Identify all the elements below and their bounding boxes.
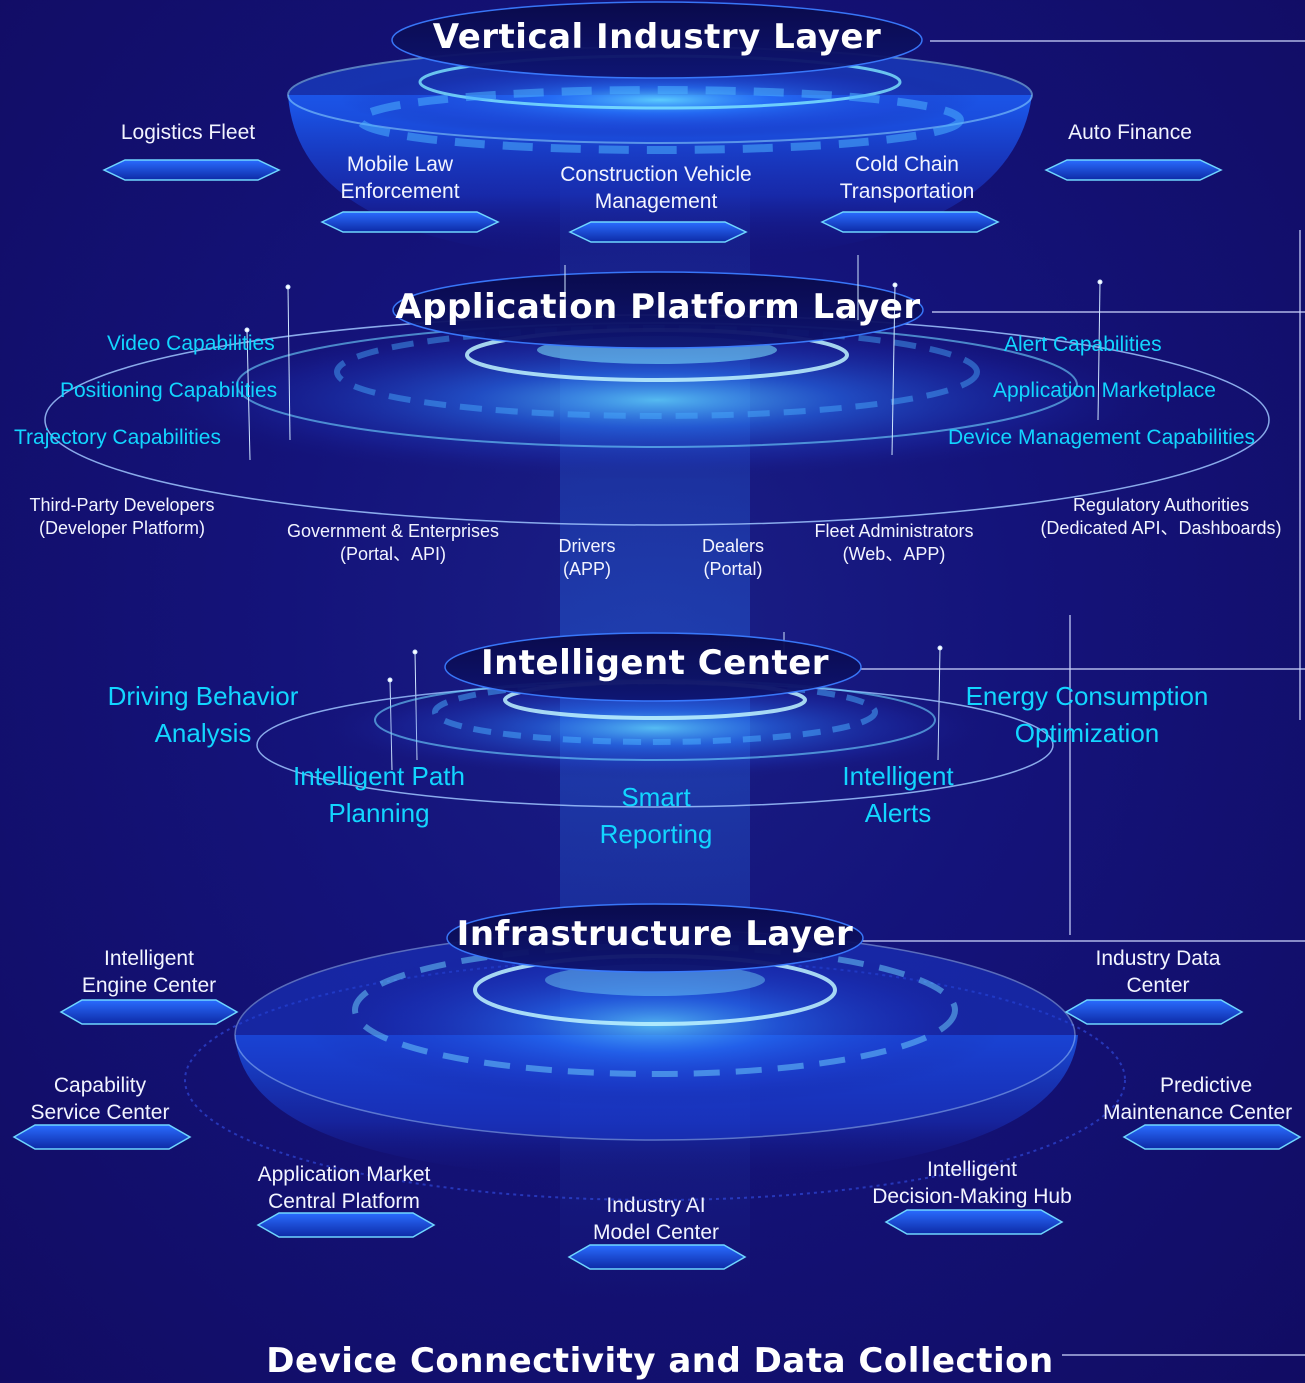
mobile-law-line1: Mobile Law bbox=[346, 153, 454, 176]
report-line2: Reporting bbox=[599, 818, 713, 849]
fleet-line1: Fleet Administrators bbox=[814, 521, 974, 541]
intelligent-alerts-label: Intelligent Alerts bbox=[818, 758, 978, 832]
hub-line2: Decision-Making Hub bbox=[872, 1185, 1072, 1209]
intelligent-engine-center-label: Intelligent Engine Center bbox=[49, 945, 249, 1000]
fleet-administrators-label: Fleet Administrators (Web、APP) bbox=[784, 520, 1004, 567]
energy-line2: Optimization bbox=[1014, 717, 1160, 748]
application-layer-disc bbox=[44, 314, 1270, 526]
cold-chain-line2: Transportation bbox=[839, 180, 975, 204]
cold-chain-label: Cold Chain Transportation bbox=[807, 151, 1007, 206]
dealers-line2: (Portal) bbox=[703, 559, 763, 580]
government-line1: Government & Enterprises bbox=[286, 521, 500, 541]
driving-line1: Driving Behavior bbox=[107, 681, 299, 711]
drivers-label: Drivers (APP) bbox=[537, 535, 637, 582]
intelligent-center-title: Intelligent Center bbox=[480, 643, 830, 683]
alerts-line1: Intelligent bbox=[842, 761, 954, 791]
regulatory-authorities-label: Regulatory Authorities (Dedicated API、Da… bbox=[1017, 494, 1305, 541]
smart-reporting-label: Smart Reporting bbox=[566, 779, 746, 853]
mobile-law-enforcement-label: Mobile Law Enforcement bbox=[300, 151, 500, 206]
device-layer-title: Device Connectivity and Data Collection bbox=[266, 1341, 1054, 1381]
vertical-layer-title: Vertical Industry Layer bbox=[432, 17, 882, 57]
government-enterprises-label: Government & Enterprises (Portal、API) bbox=[262, 520, 524, 567]
driving-line2: Analysis bbox=[154, 717, 252, 748]
pred-line1: Predictive bbox=[1160, 1074, 1253, 1097]
market-line1: Application Market bbox=[257, 1163, 431, 1186]
regulatory-line1: Regulatory Authorities bbox=[1072, 495, 1250, 515]
cold-chain-line1: Cold Chain bbox=[855, 153, 959, 176]
idc-line2: Center bbox=[1126, 974, 1190, 998]
predictive-maintenance-center-label: Predictive Maintenance Center bbox=[1103, 1072, 1305, 1127]
alerts-line2: Alerts bbox=[864, 797, 932, 828]
intelligent-title-plate bbox=[444, 632, 862, 702]
ai-line1: Industry AI bbox=[606, 1194, 706, 1217]
trajectory-capabilities-label: Trajectory Capabilities bbox=[14, 426, 221, 449]
intelligent-path-planning-label: Intelligent Path Planning bbox=[269, 758, 489, 832]
engine-line2: Engine Center bbox=[81, 974, 217, 998]
construction-vehicle-label: Construction Vehicle Management bbox=[536, 161, 776, 216]
regulatory-line2: (Dedicated API、Dashboards) bbox=[1040, 518, 1282, 539]
construction-line1: Construction Vehicle bbox=[560, 163, 752, 186]
application-title-plate bbox=[392, 271, 924, 349]
ai-line2: Model Center bbox=[592, 1221, 720, 1245]
market-line2: Central Platform bbox=[268, 1190, 420, 1214]
drivers-line1: Drivers bbox=[558, 536, 616, 556]
pred-line2: Maintenance Center bbox=[1103, 1101, 1293, 1125]
intelligent-decision-hub-label: Intelligent Decision-Making Hub bbox=[842, 1156, 1102, 1211]
drivers-line2: (APP) bbox=[562, 559, 611, 580]
infrastructure-layer-title: Infrastructure Layer bbox=[456, 914, 854, 954]
application-market-central-platform-label: Application Market Central Platform bbox=[224, 1161, 464, 1216]
cap-line1: Capability bbox=[53, 1074, 147, 1097]
industry-ai-model-center-label: Industry AI Model Center bbox=[556, 1192, 756, 1247]
path-line2: Planning bbox=[328, 797, 430, 828]
connector-lines bbox=[860, 40, 1305, 1356]
dealers-line1: Dealers bbox=[701, 536, 765, 556]
dealers-label: Dealers (Portal) bbox=[683, 535, 783, 582]
engine-line1: Intelligent bbox=[104, 947, 194, 970]
path-line1: Intelligent Path bbox=[292, 761, 465, 791]
cap-line2: Service Center bbox=[30, 1101, 170, 1125]
auto-finance-label: Auto Finance bbox=[1068, 121, 1192, 144]
logistics-fleet-label: Logistics Fleet bbox=[120, 121, 256, 144]
positioning-capabilities-label: Positioning Capabilities bbox=[60, 379, 278, 402]
hub-line1: Intelligent bbox=[927, 1158, 1017, 1181]
vertical-title-plate bbox=[391, 1, 923, 79]
third-party-line2: (Developer Platform) bbox=[38, 518, 206, 539]
infrastructure-title-plate bbox=[446, 903, 864, 973]
alert-capabilities-label: Alert Capabilities bbox=[1004, 333, 1162, 356]
government-line2: (Portal、API) bbox=[339, 544, 447, 565]
report-line1: Smart bbox=[621, 782, 691, 812]
construction-line2: Management bbox=[594, 190, 718, 214]
idc-line1: Industry Data bbox=[1095, 947, 1221, 970]
capability-service-center-label: Capability Service Center bbox=[0, 1072, 200, 1127]
application-marketplace-label: Application Marketplace bbox=[993, 379, 1216, 402]
third-party-line1: Third-Party Developers bbox=[29, 495, 215, 515]
energy-consumption-optimization-label: Energy Consumption Optimization bbox=[937, 678, 1237, 752]
device-management-capabilities-label: Device Management Capabilities bbox=[948, 426, 1255, 449]
industry-data-center-label: Industry Data Center bbox=[1058, 945, 1258, 1000]
energy-line1: Energy Consumption bbox=[965, 681, 1209, 711]
driving-behavior-analysis-label: Driving Behavior Analysis bbox=[83, 678, 323, 752]
mobile-law-line2: Enforcement bbox=[340, 180, 460, 204]
video-capabilities-label: Video Capabilities bbox=[107, 332, 275, 355]
fleet-line2: (Web、APP) bbox=[842, 544, 946, 565]
label-pads bbox=[12, 159, 1302, 1270]
third-party-developers-label: Third-Party Developers (Developer Platfo… bbox=[2, 494, 242, 541]
application-layer-title: Application Platform Layer bbox=[395, 287, 921, 327]
